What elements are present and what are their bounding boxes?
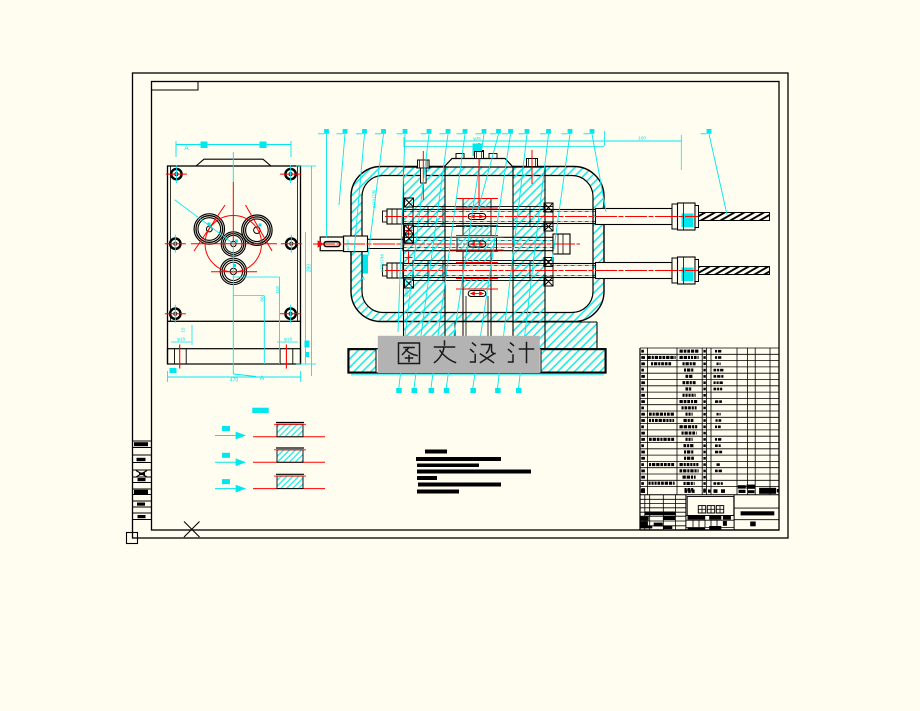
svg-text:φ18: φ18: [284, 337, 293, 342]
svg-text:100: 100: [638, 136, 646, 142]
svg-text:φ110J7/f6: φ110J7/f6: [372, 189, 377, 208]
svg-text:A: A: [361, 276, 365, 282]
svg-text:66: 66: [260, 296, 266, 302]
svg-text:A: A: [260, 375, 265, 382]
svg-text:φ18: φ18: [177, 337, 186, 342]
svg-text:φ30H7/k6: φ30H7/k6: [380, 253, 385, 272]
svg-text:φ20k6: φ20k6: [345, 239, 350, 251]
svg-text:470: 470: [230, 378, 239, 384]
svg-text:290: 290: [307, 264, 313, 273]
svg-text:118: 118: [275, 286, 281, 294]
svg-text:φ25H7/k6: φ25H7/k6: [404, 278, 409, 297]
svg-text:A: A: [184, 145, 189, 152]
svg-text:15: 15: [181, 327, 186, 332]
svg-text:φ25: φ25: [473, 136, 481, 141]
